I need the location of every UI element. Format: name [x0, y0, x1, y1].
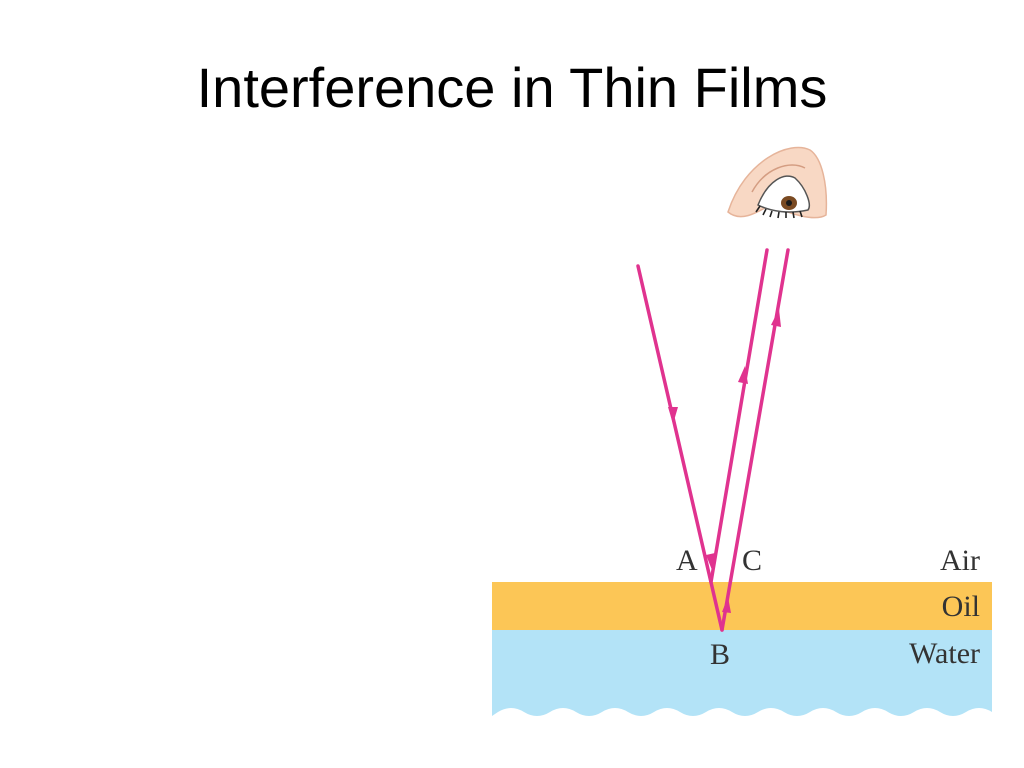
slide-title: Interference in Thin Films	[196, 56, 828, 119]
reflected-ray-top-surface	[709, 248, 769, 584]
water-layer	[492, 630, 992, 716]
label-point-c: C	[742, 544, 762, 577]
label-point-a: A	[676, 544, 698, 577]
arrow-reflected-bottom-up	[771, 309, 781, 327]
light-rays	[636, 248, 790, 632]
arrow-in-film-up	[722, 597, 731, 613]
ray-arrowheads	[668, 309, 781, 613]
label-air: Air	[940, 544, 980, 577]
label-point-b: B	[710, 638, 730, 671]
label-oil: Oil	[942, 590, 980, 623]
label-water: Water	[909, 637, 980, 670]
incident-ray	[636, 264, 724, 632]
oil-layer	[492, 582, 992, 630]
eye-icon	[727, 146, 828, 219]
arrow-incident-down	[668, 407, 678, 424]
arrow-incident-near-surface	[706, 553, 715, 570]
arrow-reflected-top-up	[738, 366, 748, 384]
